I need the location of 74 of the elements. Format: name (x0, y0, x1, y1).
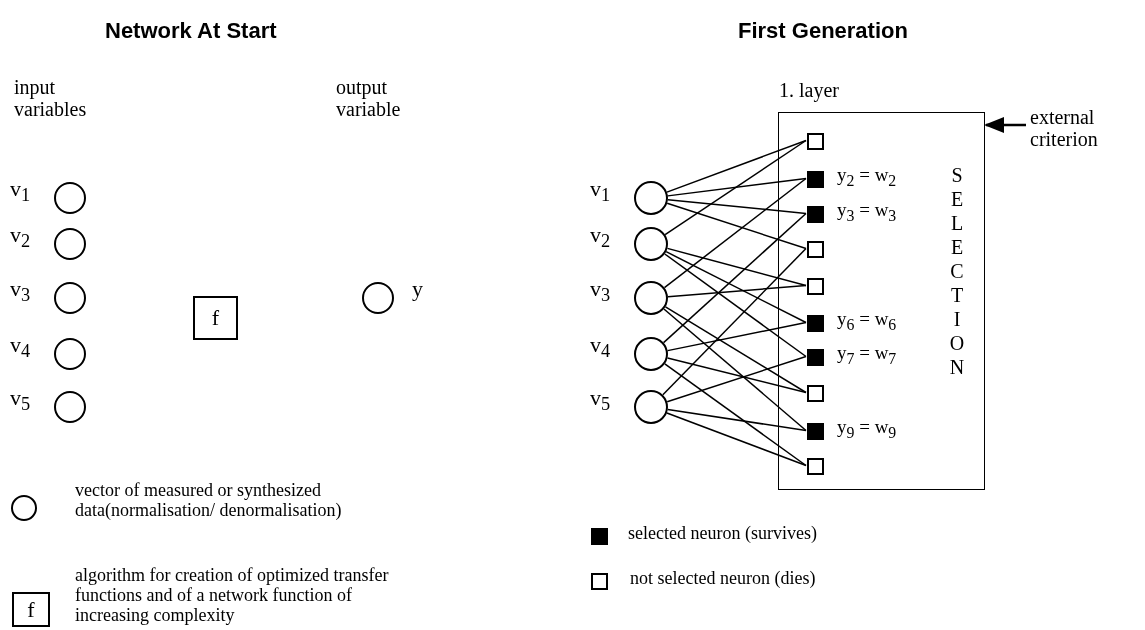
variable-circle (634, 281, 668, 315)
variable-label: v$_{5}$ (10, 385, 31, 416)
legend-open-square (591, 573, 608, 590)
connection-line (666, 139, 807, 193)
layer-heading: 1. layer (779, 79, 839, 102)
connection-line (664, 253, 807, 358)
connection-line (664, 306, 807, 394)
rejected-neuron (807, 241, 824, 258)
selected-neuron (807, 315, 824, 332)
rejected-neuron (807, 458, 824, 475)
weight-label: y$_{7}$ = w$_{7}$ (837, 342, 897, 368)
axis-caption: input variables (14, 76, 88, 120)
connection-line (662, 212, 807, 344)
selected-neuron (807, 171, 824, 188)
connection-line (666, 202, 807, 250)
variable-circle (54, 182, 86, 214)
weight-label: y$_{3}$ = w$_{3}$ (837, 199, 897, 225)
connection-line (664, 139, 807, 236)
variable-label: v$_{3}$ (590, 276, 611, 307)
variable-label: v$_{3}$ (10, 276, 31, 307)
connection-line (664, 363, 807, 467)
legend-text: selected neuron (survives) (628, 524, 818, 544)
variable-circle (54, 391, 86, 423)
connection-line (666, 247, 807, 287)
rejected-neuron (807, 133, 824, 150)
variable-label: v$_{5}$ (590, 385, 611, 416)
legend-text: not selected neuron (dies) (630, 569, 817, 589)
variable-circle (634, 390, 668, 424)
variable-circle (54, 338, 86, 370)
selected-neuron (807, 349, 824, 366)
legend-circle (11, 495, 37, 521)
variable-circle (54, 282, 86, 314)
variable-circle (634, 227, 668, 261)
rejected-neuron (807, 385, 824, 402)
axis-caption: output variable (336, 76, 402, 120)
connection-line (667, 408, 807, 432)
connection-line (663, 308, 807, 432)
selection-label: SELECTION (949, 163, 965, 379)
connection-line (665, 250, 807, 324)
selected-neuron (807, 206, 824, 223)
panel-title: First Generation (738, 18, 908, 44)
variable-circle (634, 181, 668, 215)
variable-label: v$_{1}$ (10, 176, 31, 207)
selected-neuron (807, 423, 824, 440)
function-box: f (12, 592, 50, 627)
weight-label: y$_{9}$ = w$_{9}$ (837, 416, 897, 442)
criterion-label: external criterion (1030, 106, 1140, 150)
weight-label: y$_{2}$ = w$_{2}$ (837, 164, 897, 190)
function-box: f (193, 296, 238, 340)
connection-line (667, 198, 807, 215)
legend-filled-square (591, 528, 608, 545)
variable-label: v$_{1}$ (590, 176, 611, 207)
connection-line (662, 247, 807, 396)
variable-label: v$_{4}$ (590, 332, 611, 363)
legend-text: vector of measured or synthesized data(normalisation/ denormalisation) (75, 481, 343, 521)
panel-title: Network At Start (105, 18, 277, 44)
rejected-neuron (807, 278, 824, 295)
arrow (984, 117, 1026, 133)
connection-line (667, 177, 807, 197)
weight-label: y$_{6}$ = w$_{6}$ (837, 308, 897, 334)
variable-circle (634, 337, 668, 371)
connection-line (666, 355, 807, 403)
connection-line (666, 412, 807, 467)
variable-label: y (412, 276, 423, 302)
variable-circle (54, 228, 86, 260)
variable-label: v$_{2}$ (10, 222, 31, 253)
variable-circle (362, 282, 394, 314)
connection-line (663, 177, 807, 289)
connection-line (666, 321, 807, 352)
legend-text: algorithm for creation of optimized transfer functions and of a network function of increasing complexity (75, 566, 390, 626)
connection-line (666, 357, 807, 394)
connection-line (667, 284, 807, 298)
variable-label: v$_{2}$ (590, 222, 611, 253)
variable-label: v$_{4}$ (10, 332, 31, 363)
